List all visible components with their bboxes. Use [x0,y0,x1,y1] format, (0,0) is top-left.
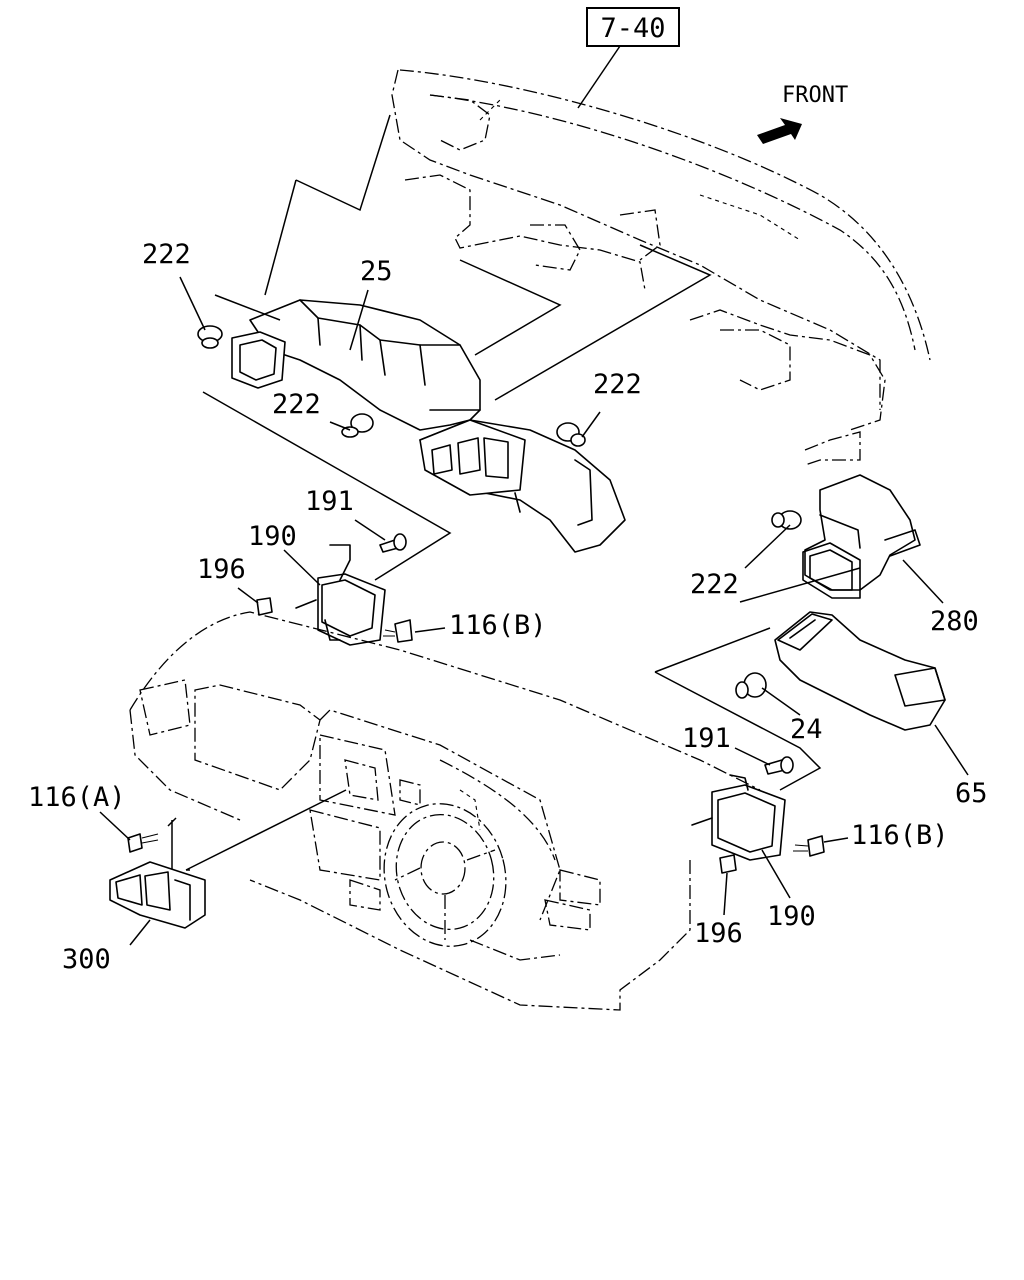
vent-assembly-right [691,747,849,916]
callout-222-center: 222 [272,389,321,420]
callout-196-right: 196 [694,918,743,949]
front-arrow-icon [757,118,802,144]
clip-222-lower-right [744,510,802,569]
callout-24: 24 [790,714,823,745]
front-direction-indicator: FRONT [757,83,848,144]
clip-222-right [556,411,601,447]
callout-222-left: 222 [142,239,191,270]
callout-196-left: 196 [197,554,246,585]
vent-assembly-left [237,519,446,646]
clip-222-left [179,276,223,349]
callout-116a: 116(A) [28,782,126,813]
callout-25: 25 [360,256,393,287]
callout-222-lower-right: 222 [690,569,739,600]
center-air-duct [231,299,626,553]
instrument-panel [129,611,761,1011]
callout-190-right: 190 [767,901,816,932]
side-duct-280 [802,474,944,604]
callout-116b-right: 116(B) [851,820,949,851]
callout-222-right: 222 [593,369,642,400]
reference-box: 7-40 [577,7,680,109]
center-vent-300 [99,811,206,946]
callout-300: 300 [62,944,111,975]
clip-222-center [329,413,374,438]
callout-116b-left: 116(B) [449,610,547,641]
callout-280: 280 [930,606,979,637]
callout-190-left: 190 [248,521,297,552]
front-label: FRONT [782,83,848,108]
callout-191-right: 191 [682,723,731,754]
clip-24 [654,567,861,791]
callout-65: 65 [955,778,988,809]
reference-box-label: 7-40 [600,13,665,44]
side-duct-65 [774,611,969,776]
callout-191-left: 191 [305,486,354,517]
dashboard-frame-upper [391,69,931,466]
upper-leader-lines [202,114,712,581]
